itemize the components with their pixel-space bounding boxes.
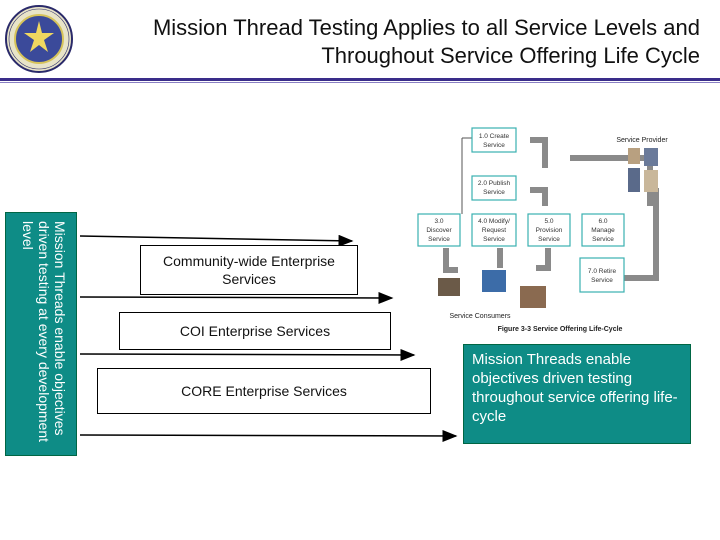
agency-seal-logo bbox=[5, 5, 73, 73]
figure-caption: Figure 3-3 Service Offering Life-Cycle bbox=[498, 326, 623, 333]
coi-services-box: COI Enterprise Services bbox=[119, 312, 391, 350]
title-line-2: Throughout Service Offering Life Cycle bbox=[321, 43, 700, 68]
svg-text:Provision: Provision bbox=[536, 227, 563, 234]
svg-text:5.0: 5.0 bbox=[544, 218, 553, 225]
step-box-1: 1.0 Create Service bbox=[471, 127, 517, 153]
svg-text:Request: Request bbox=[482, 227, 506, 234]
arrow-line-3 bbox=[79, 348, 416, 361]
svg-text:Service: Service bbox=[483, 236, 505, 243]
svg-text:Service: Service bbox=[483, 189, 505, 196]
community-services-box: Community-wide Enterprise Services bbox=[140, 245, 358, 295]
svg-text:2.0 Publish: 2.0 Publish bbox=[478, 180, 511, 187]
arrow-line-2 bbox=[79, 291, 394, 304]
step-box-7: 7.0 Retire Service bbox=[579, 257, 625, 293]
svg-text:Discover: Discover bbox=[426, 227, 452, 234]
svg-text:Service: Service bbox=[538, 236, 560, 243]
svg-text:Service: Service bbox=[592, 236, 614, 243]
side-note-box: Mission Threads enable objectives driven… bbox=[5, 212, 77, 456]
lifecycle-callout: Mission Threads enable objectives driven… bbox=[463, 344, 691, 444]
service-lifecycle-figure: 1.0 Create Service 2.0 Publish Service 3… bbox=[417, 127, 668, 333]
svg-text:Service: Service bbox=[428, 236, 450, 243]
slide-title: Mission Thread Testing Applies to all Se… bbox=[60, 14, 700, 70]
svg-text:4.0 Modify/: 4.0 Modify/ bbox=[478, 218, 510, 225]
svg-text:Manage: Manage bbox=[591, 227, 615, 234]
provider-people-image bbox=[628, 148, 658, 192]
step-box-4: 4.0 Modify/ Request Service bbox=[471, 213, 517, 247]
service-provider-label: Service Provider bbox=[616, 137, 668, 144]
title-line-1: Mission Thread Testing Applies to all Se… bbox=[152, 15, 700, 40]
consumer-people-image bbox=[438, 270, 546, 308]
arrow-line-1 bbox=[79, 234, 354, 247]
svg-text:6.0: 6.0 bbox=[598, 218, 607, 225]
service-consumers-label: Service Consumers bbox=[449, 313, 511, 320]
step-box-2: 2.0 Publish Service bbox=[471, 175, 517, 201]
step-box-6: 6.0 Manage Service bbox=[581, 213, 625, 247]
svg-text:Service: Service bbox=[591, 277, 613, 284]
core-services-box: CORE Enterprise Services bbox=[97, 368, 431, 414]
svg-text:Service: Service bbox=[483, 142, 505, 149]
svg-text:7.0 Retire: 7.0 Retire bbox=[588, 268, 617, 275]
title-rule-thin bbox=[0, 82, 720, 83]
svg-text:3.0: 3.0 bbox=[434, 218, 443, 225]
step-box-5: 5.0 Provision Service bbox=[527, 213, 571, 247]
flow-arrows bbox=[443, 137, 659, 281]
arrow-line-4 bbox=[79, 429, 458, 442]
step-box-3: 3.0 Discover Service bbox=[417, 213, 461, 247]
svg-text:1.0 Create: 1.0 Create bbox=[479, 133, 510, 140]
title-rule bbox=[0, 78, 720, 81]
